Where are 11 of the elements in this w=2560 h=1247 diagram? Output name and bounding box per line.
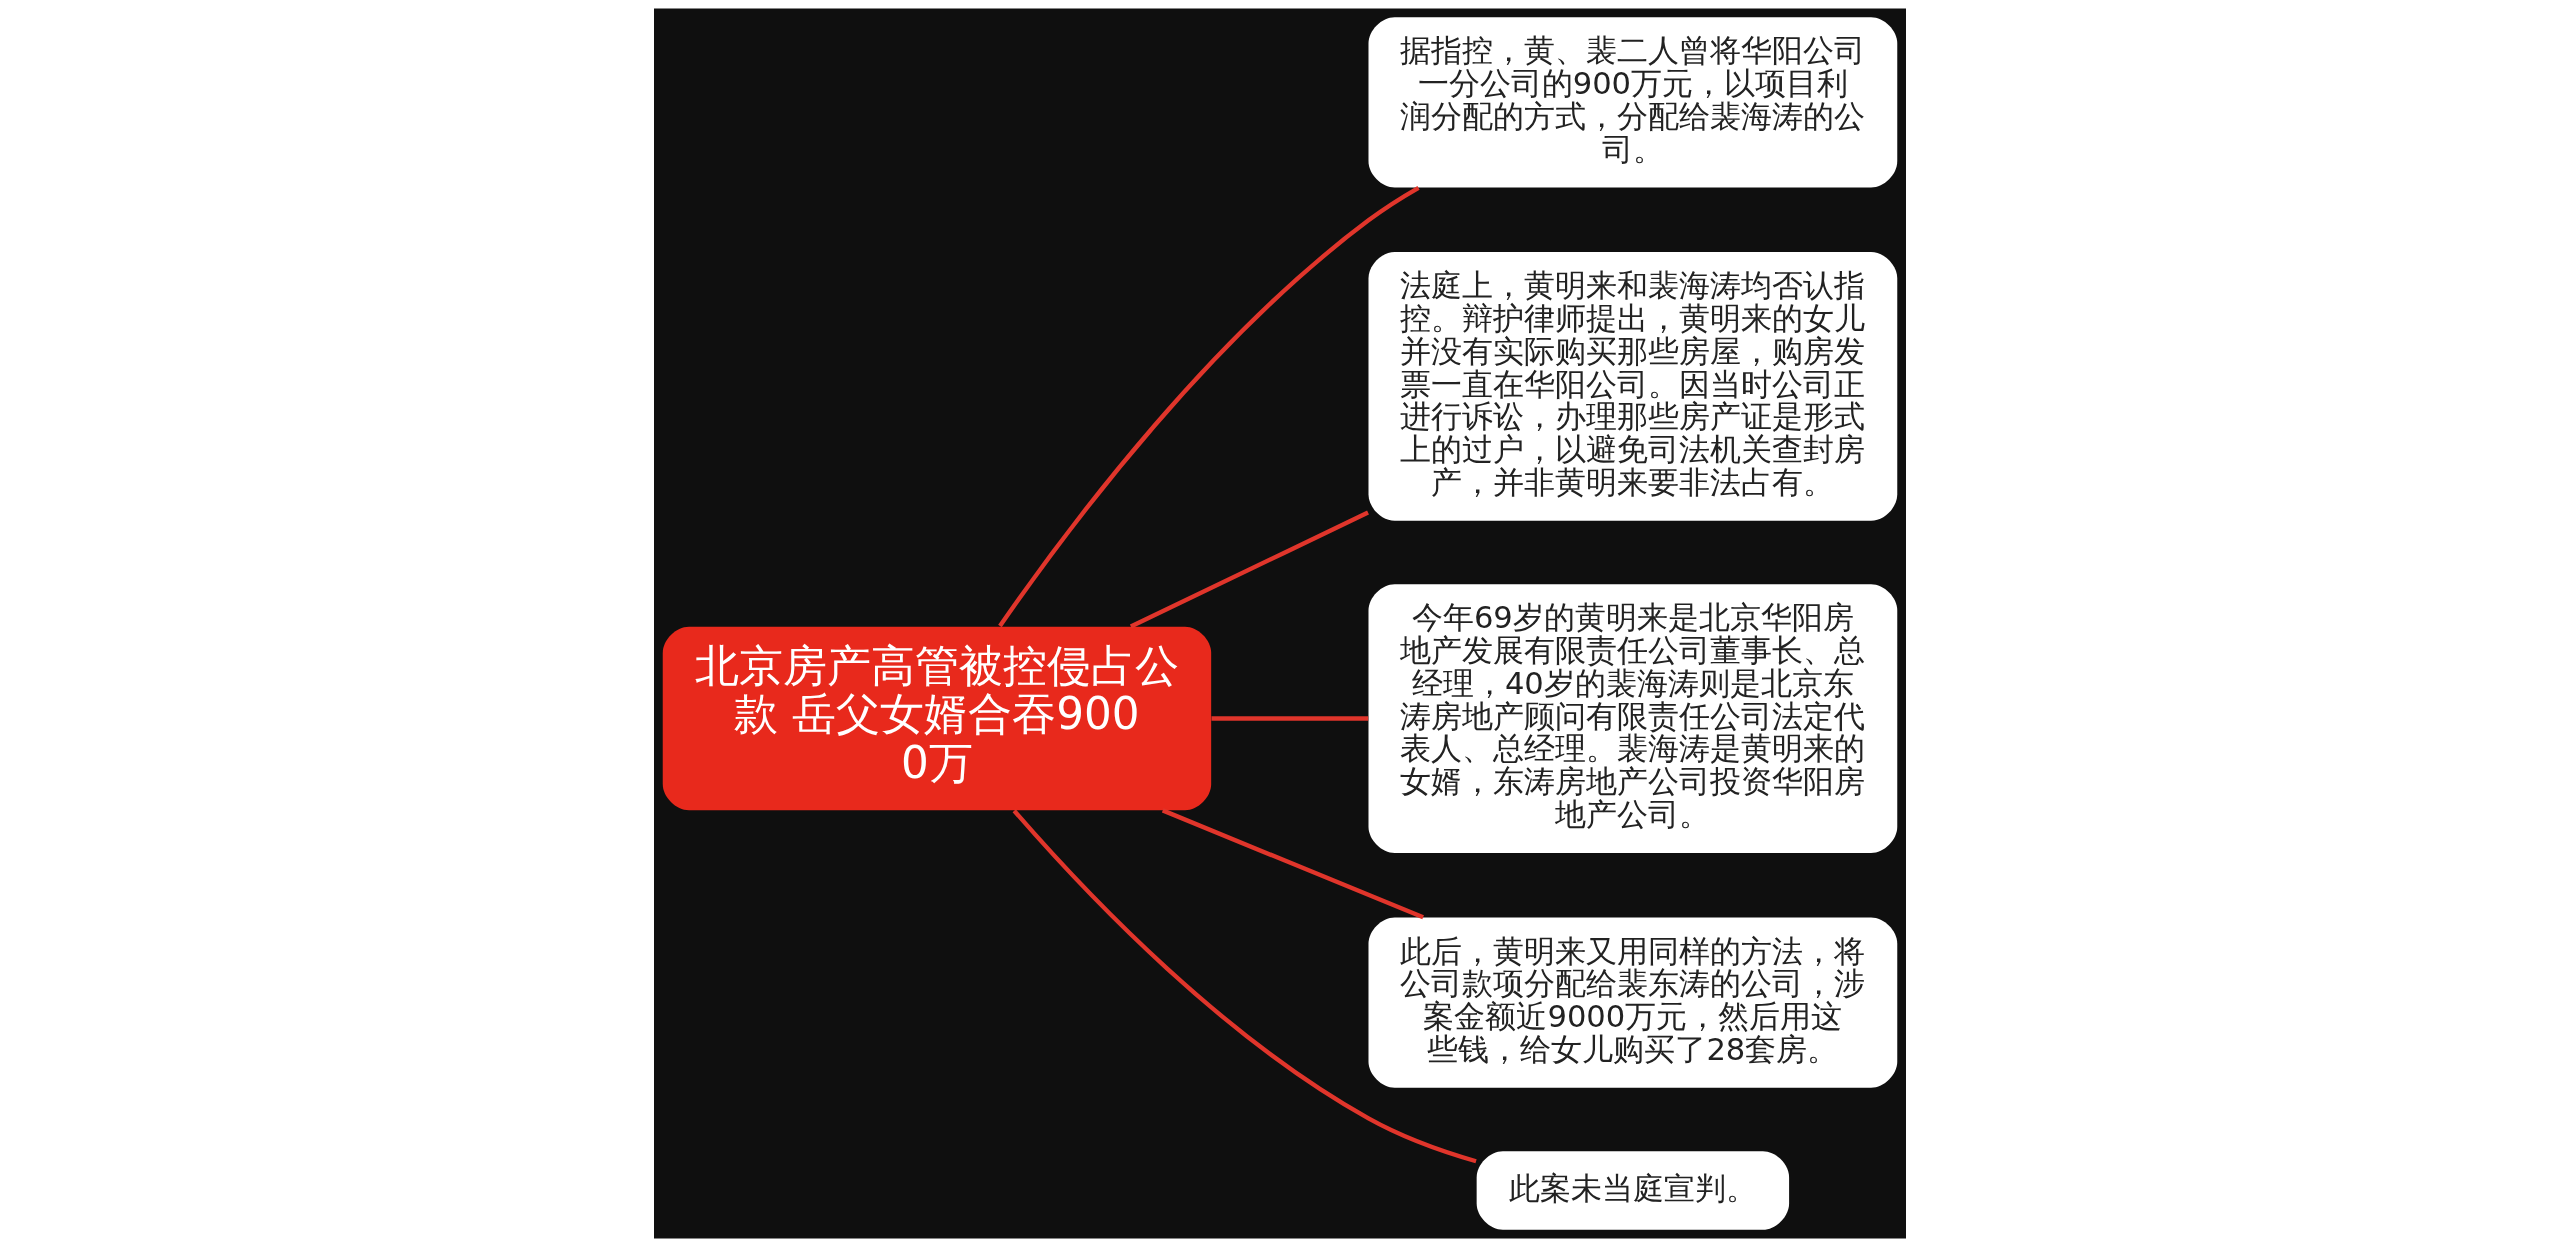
node-box: 此案未当庭宣判。 (1476, 1151, 1790, 1230)
connector (1129, 510, 1369, 629)
connector (1211, 716, 1369, 721)
connector (998, 186, 1420, 628)
node-box: 据指控，黄、裴二人曾将华阳公司一分公司的900万元，以项目利润分配的方式，分配给裴海涛的公司。 (1368, 17, 1898, 188)
node-box: 此后，黄明来又用同样的方法，将公司款项分配给裴东涛的公司，涉案金额近9000万元，然后用这些钱，给女儿购买了28套房。 (1368, 917, 1898, 1088)
node-box: 北京房产高管被控侵占公款 岳父女婿合吞9000万 (662, 626, 1212, 811)
node-box: 法庭上，黄明来和裴海涛均否认指控。辩护律师提出，黄明来的女儿并没有实际购买那些房屋，购房发票一直在华阳公司。因当时公司正进行诉讼，办理那些房产证是形式上的过户，以避免司法机关查封房产，并非黄明来要非法占有。 (1368, 252, 1898, 521)
node-box: 今年69岁的黄明来是北京华阳房地产发展有限责任公司董事长、总经理，40岁的裴海涛则是北京东涛房地产顾问有限责任公司法定代表人、总经理。裴海涛是黄明来的女婿，东涛房地产公司投资华阳房地产公司。 (1368, 584, 1898, 853)
connector (1161, 808, 1424, 920)
connector (1012, 809, 1477, 1164)
